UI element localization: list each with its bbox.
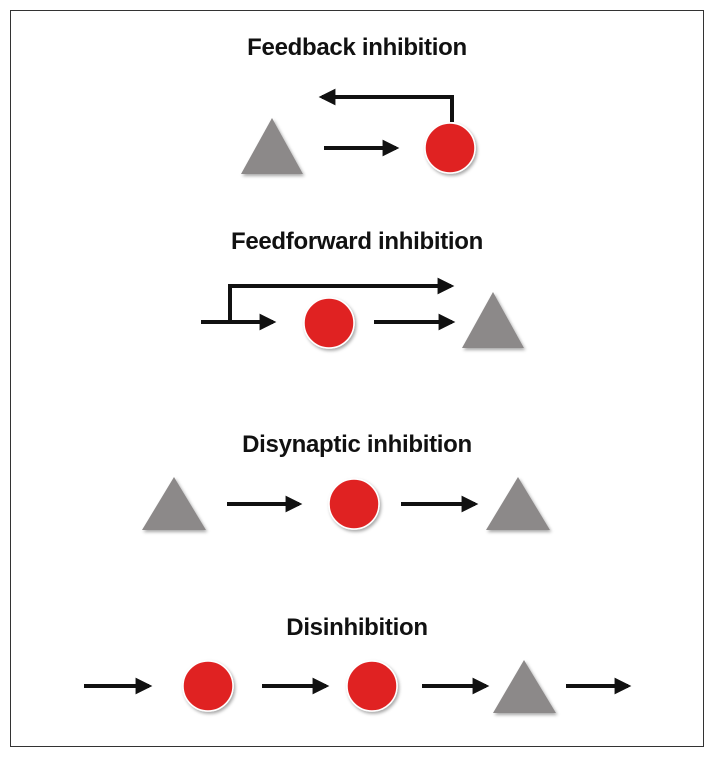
interneuron-circle — [328, 478, 380, 530]
pyramidal-neuron-triangle — [142, 477, 206, 530]
disynaptic-panel — [142, 477, 550, 530]
feedback-panel — [241, 88, 476, 174]
pyramidal-neuron-triangle — [241, 118, 303, 174]
figure-frame — [10, 10, 704, 747]
feedforward-inhibition-title: Feedforward inhibition — [230, 228, 484, 255]
pyramidal-neuron-triangle — [493, 660, 556, 713]
disinhibition-panel — [84, 660, 632, 713]
feedback-arrow — [318, 88, 454, 122]
disinhibition-title: Disinhibition — [286, 614, 428, 641]
feedforward-panel — [201, 277, 524, 349]
interneuron-circle — [346, 660, 398, 712]
interneuron-circle — [182, 660, 234, 712]
disynaptic-inhibition-title: Disynaptic inhibition — [242, 431, 472, 458]
interneuron-circle — [303, 297, 355, 349]
feedback-inhibition-title: Feedback inhibition — [247, 34, 467, 61]
pyramidal-neuron-triangle — [486, 477, 550, 530]
pyramidal-neuron-triangle — [462, 292, 524, 348]
feedforward-bypass-arrow — [228, 277, 455, 322]
interneuron-circle — [424, 122, 476, 174]
